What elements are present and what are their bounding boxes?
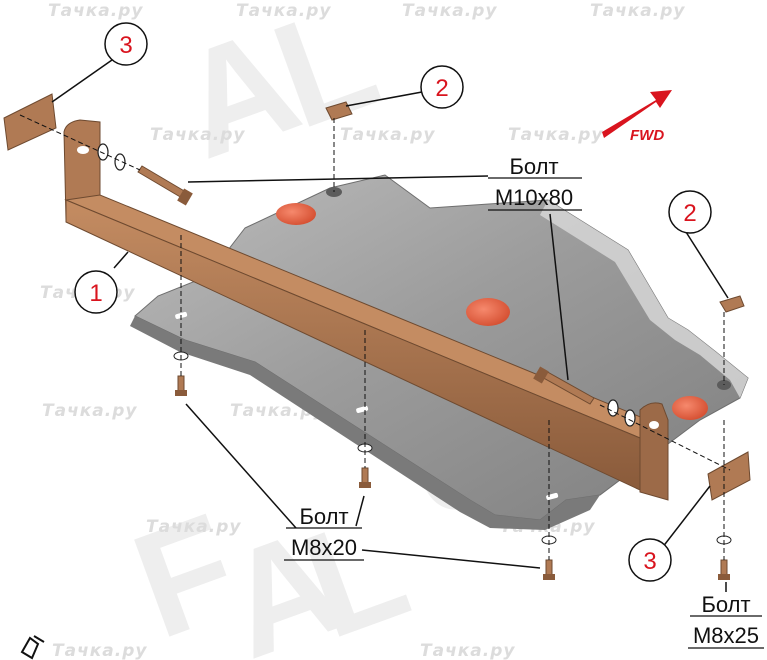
washer [607, 399, 619, 417]
leader-line [355, 495, 365, 527]
leader-line [361, 549, 541, 569]
bolt-m10x80-right [533, 366, 751, 501]
crossmember-bracket [63, 119, 669, 501]
rubber-pad [707, 451, 751, 501]
leader-line [661, 485, 711, 549]
leader-lines [51, 59, 729, 592]
leader-line [51, 59, 113, 103]
callout-number: 3 [643, 548, 656, 575]
leader-line [185, 403, 297, 529]
callout-circle [628, 538, 672, 582]
fwd-arrow-icon [602, 90, 672, 138]
callout-2-top: 2 [420, 65, 464, 109]
bolt-size: M8x25 [693, 623, 759, 648]
bolt-head [533, 366, 549, 384]
watermark-text: Тачка.ру [590, 1, 685, 21]
bracket-upright-right [639, 402, 669, 501]
leader-line [549, 213, 569, 381]
plate-nut [719, 295, 745, 313]
bracket-hole [649, 421, 659, 429]
callout-circle [74, 270, 118, 314]
fwd-indicator: FWD [602, 90, 672, 144]
drain-plug [466, 298, 510, 326]
watermark-text: Тачка.ру [340, 125, 435, 145]
skid-plate-edge [540, 200, 748, 398]
bolt-size: M8x20 [291, 535, 357, 560]
watermark-text: Тачка.ру [402, 1, 497, 21]
corner-logo-icon [20, 635, 45, 660]
skid-plate-rim [130, 316, 600, 530]
drain-plug [672, 396, 708, 420]
bolt-name: Болт [701, 592, 750, 617]
rubber-pad [3, 93, 57, 151]
lower-bolts [173, 351, 732, 580]
bolt-size: M10x80 [495, 185, 573, 210]
bolt-label-m8x20: Болт M8x20 [284, 504, 364, 561]
watermark-text: Тачка.ру [236, 1, 331, 21]
callout-3-top: 3 [104, 22, 148, 66]
callout-2-right: 2 [668, 190, 712, 234]
watermark-text: Тачка.ру [150, 125, 245, 145]
leader-line [113, 251, 129, 269]
washer [624, 409, 636, 427]
callout-number: 2 [683, 200, 696, 227]
leader-line [345, 91, 423, 107]
watermark-text: Тачка.ру [508, 125, 603, 145]
watermark-text: Тачка.ру [420, 641, 515, 660]
bolt-head [543, 574, 555, 580]
callout-number: 3 [119, 32, 132, 59]
callout-circle [668, 190, 712, 234]
bolt-label-m8x25: Болт M8x25 [688, 592, 764, 649]
watermark-text: Тачка.ру [52, 641, 147, 660]
callout-number: 1 [89, 280, 102, 307]
bolt-label-m10x80: Болт M10x80 [488, 154, 582, 211]
axis-line [19, 114, 141, 171]
washer [97, 143, 109, 161]
watermark-text: Тачка.ру [42, 401, 137, 421]
axis-line [599, 404, 731, 471]
leader-line [685, 231, 729, 299]
assembly-axes [19, 114, 731, 560]
drain-plug [276, 203, 316, 225]
callout-circle [420, 65, 464, 109]
callout-circle [104, 22, 148, 66]
bolt-head [175, 390, 187, 396]
leader-line [187, 175, 489, 183]
callout-number: 2 [435, 75, 448, 102]
bolt-head [718, 574, 730, 580]
bolt-shaft [137, 165, 187, 199]
callout-1: 1 [74, 270, 118, 314]
plate-nut [325, 101, 353, 121]
bolt-name: Болт [299, 504, 348, 529]
watermark-text: Тачка.ру [48, 1, 143, 21]
bolt-m10x80-left [3, 93, 193, 206]
fwd-label: FWD [630, 127, 664, 144]
watermark-text: Тачка.ру [146, 517, 241, 537]
callout-3-bottom: 3 [628, 538, 672, 582]
washer [114, 153, 126, 171]
bolt-name: Болт [509, 154, 558, 179]
bracket-hole [77, 146, 89, 154]
bolt-head [359, 482, 371, 488]
bolt-head [177, 188, 193, 206]
